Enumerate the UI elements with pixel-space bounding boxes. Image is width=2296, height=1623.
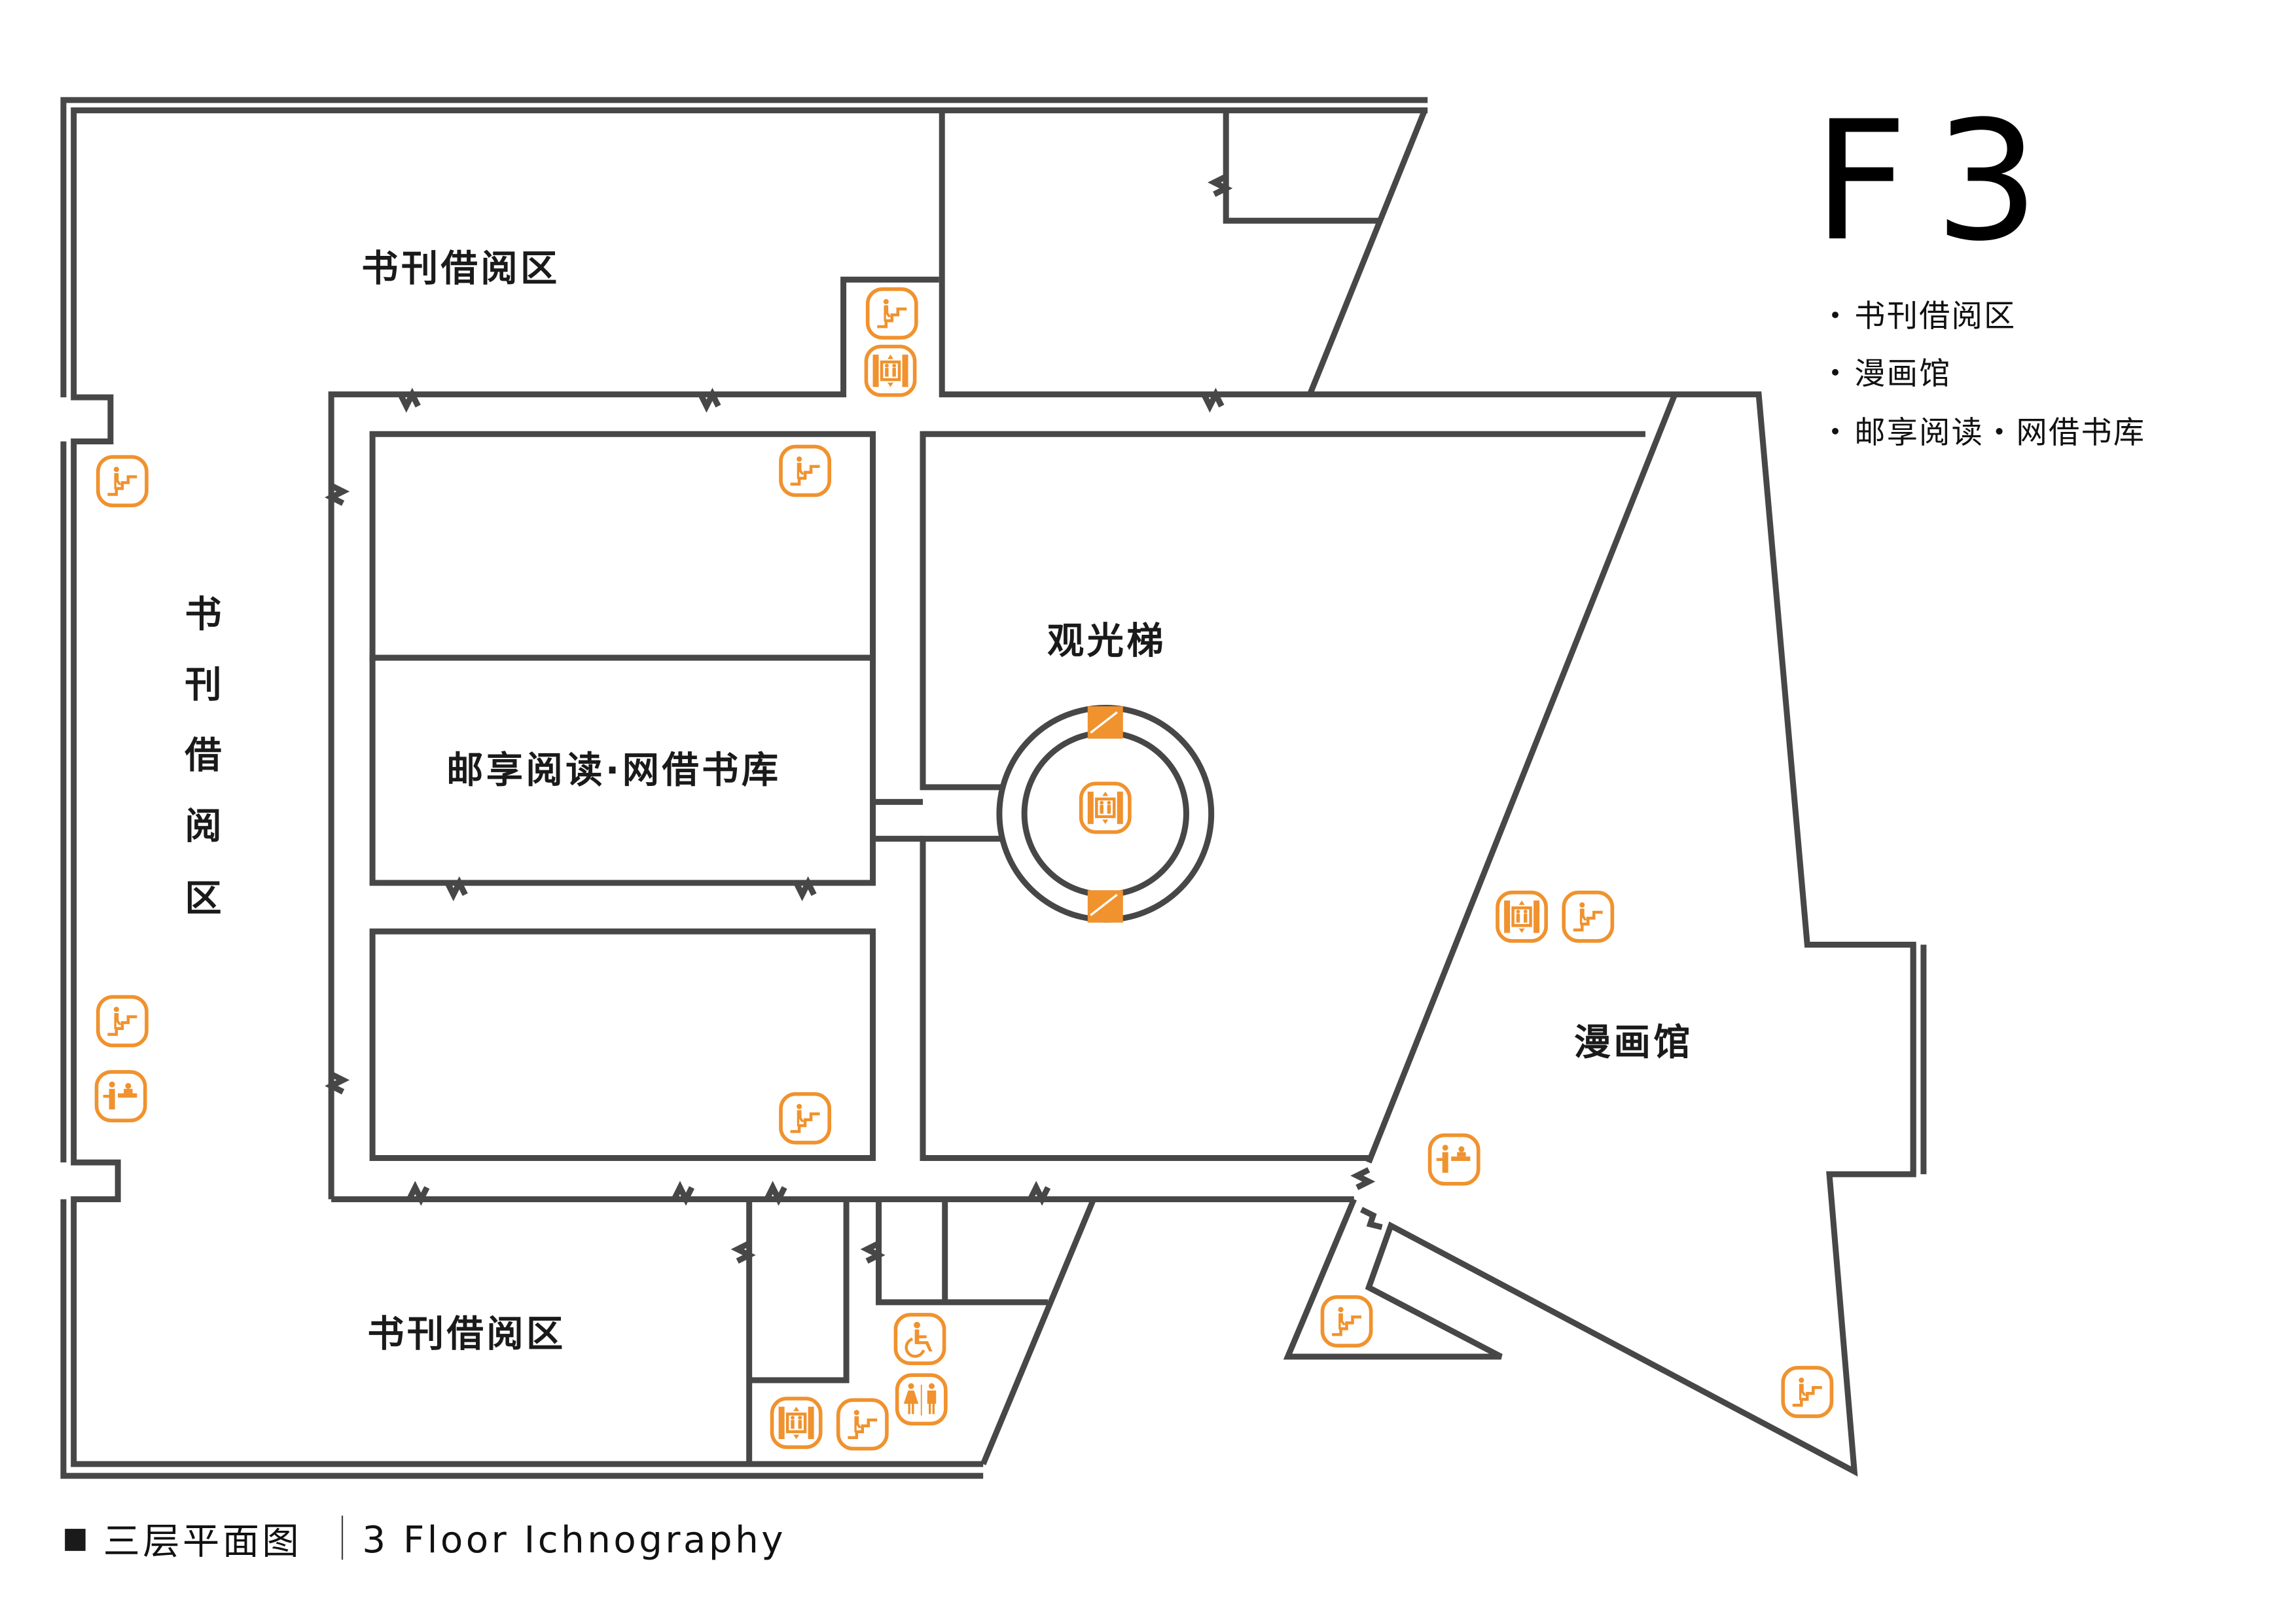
footer-divider — [341, 1515, 344, 1560]
service-desk-icon — [97, 1072, 145, 1120]
elevator-icon — [772, 1399, 821, 1447]
room-label-reading-left: 书 刊 借 阅 区 — [184, 594, 224, 920]
room-label-char: 阅 — [185, 806, 224, 848]
stairs-icon — [1564, 893, 1612, 941]
floor-title: F3 — [1813, 86, 2066, 277]
footer-square-marker — [65, 1529, 86, 1551]
room-label-comic-hall: 漫画馆 — [1574, 1022, 1693, 1064]
elevator-icon — [1498, 893, 1546, 941]
outer-walls — [60, 97, 1927, 1479]
elevator-icon — [1081, 783, 1130, 832]
stairs-icon — [781, 446, 829, 495]
legend-item: 邮享阅读・网借书库 — [1854, 415, 2145, 451]
sightseeing-elevator-shaft — [996, 704, 1215, 923]
footer-cn-title: 三层平面图 — [103, 1520, 302, 1563]
interior-walls — [325, 109, 1916, 1477]
room-label-char: 刊 — [185, 664, 224, 707]
room-label-char: 书 — [185, 594, 224, 636]
stairs-icon — [1783, 1368, 1831, 1416]
footer-en-title: 3 Floor Ichnography — [362, 1519, 786, 1561]
legend-bullet — [1832, 368, 1839, 376]
accessible-icon — [895, 1315, 944, 1363]
legend: 书刊借阅区 漫画馆 邮享阅读・网借书库 — [1832, 298, 2145, 451]
stairs-icon — [868, 289, 916, 338]
room-label-reading-top: 书刊借阅区 — [361, 247, 560, 290]
stairs-icon — [838, 1400, 887, 1448]
stairs-icon — [1322, 1297, 1371, 1346]
stair-segment-bottom — [1087, 890, 1123, 923]
room-label-char: 借 — [184, 735, 224, 777]
footer-caption: 三层平面图 3 Floor Ichnography — [65, 1515, 786, 1563]
stairs-icon — [98, 997, 147, 1045]
room-label-sightseeing-elevator: 观光梯 — [1047, 620, 1166, 662]
legend-item: 漫画馆 — [1854, 356, 1951, 392]
legend-item: 书刊借阅区 — [1854, 298, 2016, 334]
elevator-icon — [866, 347, 914, 395]
room-label-post-library: 邮享阅读·网借书库 — [446, 749, 781, 792]
stairs-icon — [781, 1094, 829, 1143]
facility-icons — [97, 289, 1832, 1449]
legend-bullet — [1832, 427, 1839, 435]
legend-bullet — [1832, 312, 1839, 319]
room-label-reading-bottom: 书刊借阅区 — [367, 1313, 566, 1355]
stairs-icon — [98, 457, 147, 505]
room-label-char: 区 — [185, 878, 224, 920]
service-desk-icon — [1430, 1135, 1479, 1184]
restroom-icon — [897, 1375, 946, 1423]
